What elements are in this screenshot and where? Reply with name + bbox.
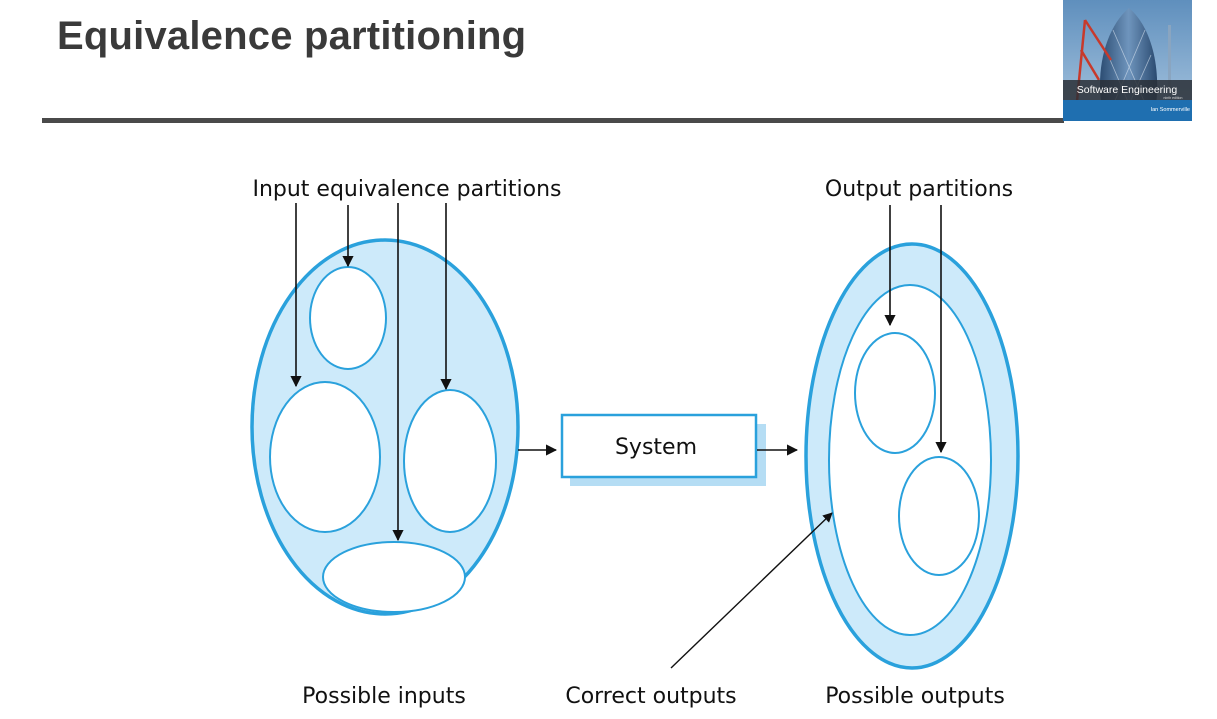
input-partition-right bbox=[403, 389, 497, 533]
book-author-text: Ian Sommerville bbox=[1151, 107, 1190, 113]
input-partition-bottom bbox=[322, 541, 466, 613]
possible-inputs-label: Possible inputs bbox=[302, 684, 466, 709]
book-cover-image: Software Engineering ninth edition Ian S… bbox=[1063, 0, 1192, 121]
input-partition-top bbox=[309, 266, 387, 370]
system-box bbox=[560, 413, 758, 479]
title-divider bbox=[42, 118, 1064, 123]
correct-outputs-label: Correct outputs bbox=[565, 684, 736, 709]
correct-outputs-pointer-arrow bbox=[670, 512, 833, 669]
input-partition-left bbox=[269, 381, 381, 533]
system-label: System bbox=[615, 435, 697, 460]
book-title-text: Software Engineering bbox=[1077, 84, 1178, 96]
output-partition-bottom bbox=[898, 456, 980, 576]
input-partitions-label: Input equivalence partitions bbox=[252, 177, 561, 202]
slide-title: Equivalence partitioning bbox=[57, 14, 527, 58]
book-edition-text: ninth edition bbox=[1164, 96, 1183, 100]
possible-outputs-label: Possible outputs bbox=[825, 684, 1005, 709]
output-partition-top bbox=[854, 332, 936, 454]
output-partitions-label: Output partitions bbox=[825, 177, 1013, 202]
